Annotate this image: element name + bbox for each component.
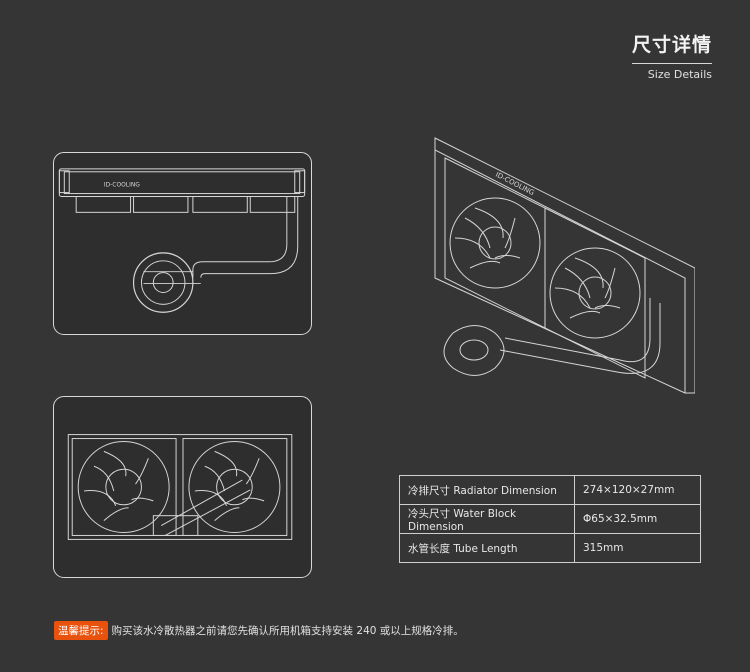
spec-value: 274×120×27mm — [574, 475, 701, 505]
water-block-top — [132, 252, 194, 313]
spec-value: Φ65×32.5mm — [574, 504, 701, 534]
table-row: 冷头尺寸 Water Block Dimension Φ65×32.5mm — [399, 504, 701, 534]
radiator-front-view — [67, 434, 293, 540]
spec-label: 冷排尺寸 Radiator Dimension — [399, 475, 575, 505]
page-title: 尺寸详情 — [631, 34, 712, 56]
spec-label: 水管长度 Tube Length — [399, 533, 575, 563]
spec-value: 315mm — [574, 533, 701, 563]
tip-badge: 温馨提示: — [54, 621, 108, 640]
tip-notice: 温馨提示: 购买该水冷散热器之前请您先确认所用机箱支持安装 240 或以上规格冷… — [54, 621, 464, 640]
radiator-top-view: ID-COOLING — [58, 168, 306, 313]
tip-text: 购买该水冷散热器之前请您先确认所用机箱支持安装 240 或以上规格冷排。 — [111, 625, 464, 637]
table-row: 水管长度 Tube Length 315mm — [399, 533, 701, 563]
spec-label: 冷头尺寸 Water Block Dimension — [399, 504, 575, 534]
spec-table: 冷排尺寸 Radiator Dimension 274×120×27mm 冷头尺… — [399, 475, 701, 563]
brand-label-top: ID-COOLING — [104, 182, 140, 189]
title-divider — [632, 63, 712, 64]
section-header: 尺寸详情 Size Details — [632, 30, 712, 81]
page-subtitle: Size Details — [647, 68, 712, 81]
cooler-isometric-view: ID-COOLING — [434, 137, 696, 394]
isometric-drawing: ID-COOLING — [395, 128, 696, 398]
top-view-drawing: ID-COOLING — [53, 152, 312, 335]
table-row: 冷排尺寸 Radiator Dimension 274×120×27mm — [399, 475, 701, 505]
front-view-drawing — [53, 396, 312, 578]
